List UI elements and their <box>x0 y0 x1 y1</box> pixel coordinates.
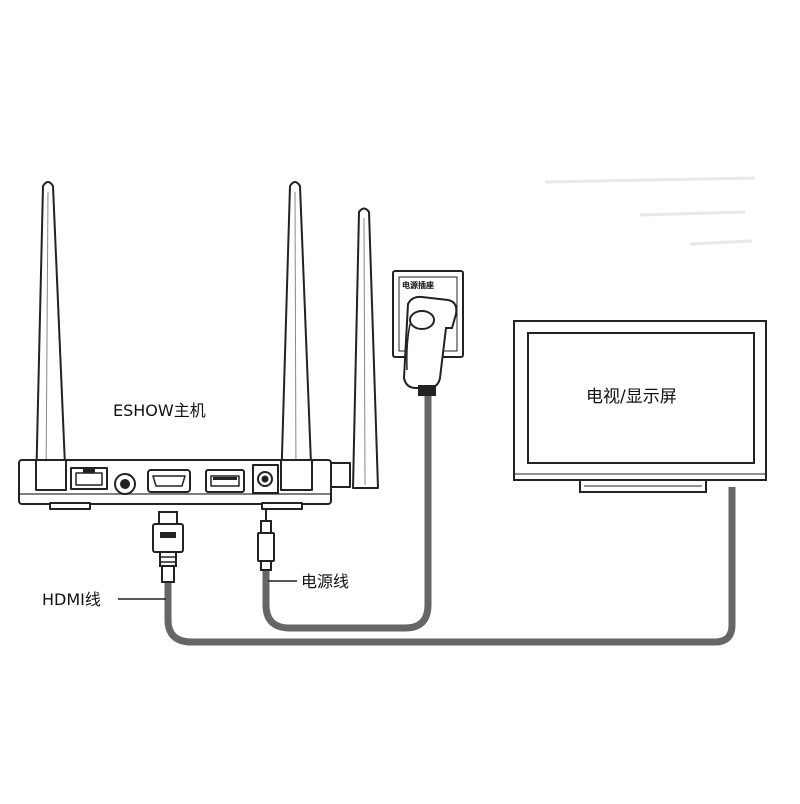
tv-label: 电视/显示屏 <box>586 387 677 407</box>
power-adapter <box>402 295 458 396</box>
antenna-mount <box>329 462 351 488</box>
power-cable-label: 电源线 <box>301 572 350 591</box>
monitor-screen <box>527 332 755 464</box>
host-label: ESHOW主机 <box>113 401 206 420</box>
dc-plug <box>257 508 275 571</box>
router-foot-left <box>49 502 91 510</box>
antenna-left <box>35 181 67 490</box>
antenna-right <box>352 207 379 489</box>
antenna-middle <box>280 181 313 490</box>
router-foot-right <box>261 502 303 510</box>
dc-power-port <box>252 464 279 494</box>
socket-label: 电源插座 <box>402 281 434 290</box>
hdmi-port <box>147 469 191 493</box>
hdmi-cable <box>164 487 736 646</box>
usb-port <box>205 469 245 493</box>
ethernet-port <box>70 467 108 490</box>
router <box>18 181 379 510</box>
audio-port <box>114 473 136 495</box>
background-streaks <box>544 176 756 246</box>
cables <box>164 394 736 646</box>
hdmi-cable-label: HDMI线 <box>42 590 101 609</box>
hdmi-plug <box>152 511 184 583</box>
monitor <box>513 320 767 493</box>
